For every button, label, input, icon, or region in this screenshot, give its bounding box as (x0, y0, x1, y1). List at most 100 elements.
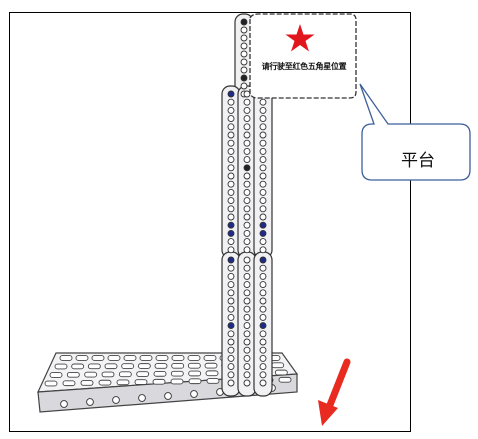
plate-hole (271, 362, 285, 369)
beam-hole (227, 379, 235, 387)
beam-hole (243, 297, 251, 305)
beam-hole (259, 256, 267, 264)
plate-hole (203, 355, 217, 361)
plate-hole (71, 363, 85, 370)
beam-hole (227, 256, 235, 264)
beam-hole (259, 313, 267, 321)
plate-hole (101, 371, 115, 378)
beam-hole (240, 34, 248, 42)
beam-hole (243, 238, 251, 246)
beam-hole (243, 313, 251, 321)
beam-hole (227, 106, 235, 114)
plate-side-hole (164, 392, 172, 400)
beam-hole (243, 164, 251, 172)
plate-hole (171, 355, 185, 361)
beam-hole (227, 115, 235, 123)
plate-hole (152, 378, 166, 385)
plate-hole (136, 371, 150, 377)
beam-hole (259, 205, 267, 213)
plate-hole (206, 378, 220, 384)
beam-hole (227, 238, 235, 246)
beam-hole (243, 354, 251, 362)
beam-hole (259, 213, 267, 221)
plate-side-hole (112, 396, 120, 404)
plate-hole (59, 355, 73, 361)
beam-hole (243, 106, 251, 114)
plate-hole (155, 355, 169, 361)
beam-hole (259, 305, 267, 313)
plate-hole (121, 363, 135, 369)
beam-hole (243, 188, 251, 196)
plate-side-hole (138, 394, 146, 402)
beam-hole (259, 379, 267, 387)
plate-side-hole (86, 398, 94, 406)
plate-hole (66, 371, 80, 378)
beam-hole (227, 246, 235, 254)
beam-hole (243, 305, 251, 313)
beam-hole (227, 354, 235, 362)
beam-hole (227, 98, 235, 106)
beam-hole (227, 338, 235, 346)
beam-hole (227, 297, 235, 305)
beam-hole (259, 164, 267, 172)
beam-hole (259, 322, 267, 330)
beam-hole (243, 180, 251, 188)
beam-hole (243, 379, 251, 387)
beam-hole (259, 139, 267, 147)
beam-hole (259, 330, 267, 338)
plate-hole (134, 379, 148, 385)
beam-hole (243, 205, 251, 213)
beam-hole (227, 346, 235, 354)
beam-hole (259, 188, 267, 196)
plate-hole (44, 380, 58, 387)
beam-hole (227, 172, 235, 180)
beam-hole (259, 281, 267, 289)
plate-side-hole (190, 390, 198, 398)
beam-hole (243, 346, 251, 354)
beam-hole (227, 205, 235, 213)
beam-holes (227, 18, 267, 387)
beam-hole (227, 229, 235, 237)
vertical-beams (221, 13, 273, 397)
star-icon (285, 24, 315, 52)
beam-hole (243, 330, 251, 338)
beam-hole (243, 221, 251, 229)
beam-hole (243, 256, 251, 264)
plate-hole (278, 376, 292, 383)
beam-hole (227, 272, 235, 280)
beam-hole (259, 371, 267, 379)
plate-hole (75, 355, 89, 361)
beam-hole (259, 338, 267, 346)
plate-hole (205, 370, 219, 377)
plate-hole (137, 363, 151, 369)
beam-hole (227, 213, 235, 221)
beam-hole (243, 281, 251, 289)
beam-hole (227, 330, 235, 338)
sign-board (249, 13, 357, 99)
beam-hole (243, 363, 251, 371)
beam-hole (243, 272, 251, 280)
beam-hole (227, 363, 235, 371)
beam-hole (259, 264, 267, 272)
plate-hole (107, 355, 121, 361)
beam-hole (227, 281, 235, 289)
platform-callout (359, 83, 471, 181)
beam-hole (240, 58, 248, 66)
beam-hole (227, 322, 235, 330)
beam-hole (227, 188, 235, 196)
plate-hole (139, 355, 153, 361)
beam-hole (259, 172, 267, 180)
plate-hole (118, 371, 132, 378)
beam-hole (243, 322, 251, 330)
beam-hole (227, 156, 235, 164)
beam-hole (243, 147, 251, 155)
beam-hole (243, 213, 251, 221)
beam-hole (243, 172, 251, 180)
beam-hole (240, 66, 248, 74)
beam-hole (259, 363, 267, 371)
beam-hole (243, 123, 251, 131)
beam-hole (227, 371, 235, 379)
plate-hole (98, 379, 112, 386)
plate-hole (54, 363, 68, 370)
plate-hole (62, 380, 76, 387)
